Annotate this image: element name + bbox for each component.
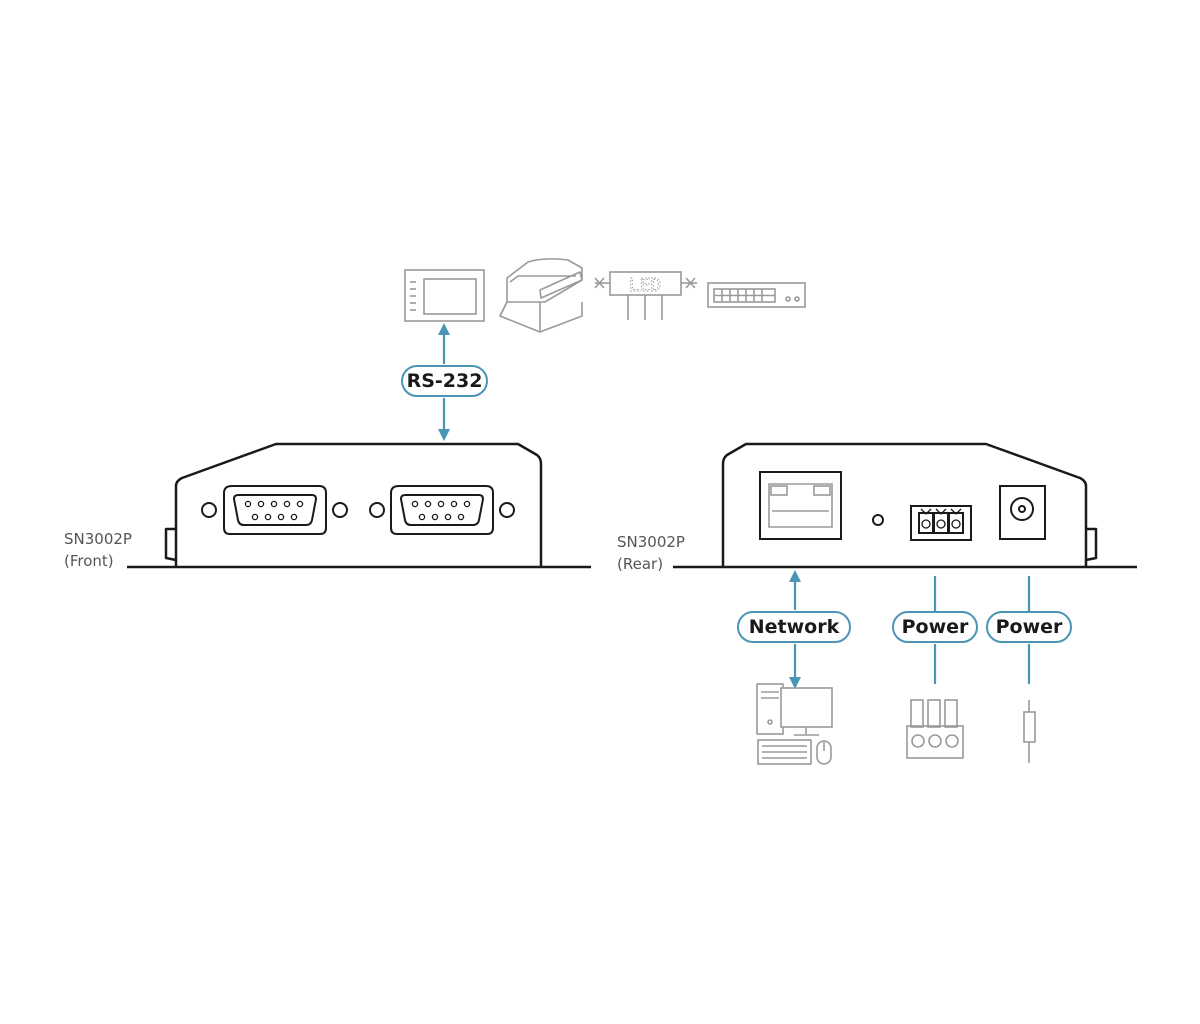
terminal-block-screws: [920, 508, 962, 529]
front-model-label: SN3002P: [64, 530, 132, 548]
rear-unit: [721, 442, 1098, 567]
rs232-pill: RS-232: [401, 365, 488, 397]
rear-side-label: (Rear): [617, 555, 664, 573]
touch-panel-icon: [404, 269, 485, 322]
rear-device-label: SN3002P (Rear): [617, 531, 685, 575]
rj45-socket: [768, 483, 833, 528]
terminal-block-plug-icon: [906, 699, 964, 759]
network-pill: Network: [737, 611, 851, 643]
led-sign-icon: LED: [594, 271, 697, 320]
front-side-label: (Front): [64, 552, 114, 570]
db9-port-1: [201, 485, 348, 535]
terminal-power-pill: Power: [892, 611, 978, 643]
terminal-block-port: [910, 505, 972, 541]
rear-model-label: SN3002P: [617, 533, 685, 551]
projector-icon: [499, 258, 583, 333]
dc-jack-port: [999, 485, 1046, 540]
dc-power-plug-icon: [1023, 700, 1036, 763]
reset-hole: [872, 514, 884, 526]
db9-port-2-pins: [411, 500, 471, 521]
front-unit: [164, 442, 543, 567]
db9-port-1-pins: [244, 500, 304, 521]
led-sign-text: LED: [629, 275, 662, 296]
switch-icon: [707, 282, 806, 308]
front-device-label: SN3002P (Front): [64, 528, 132, 572]
db9-port-2: [369, 485, 515, 535]
rj45-port: [759, 471, 842, 540]
dc-power-pill: Power: [986, 611, 1072, 643]
computer-icon: [756, 683, 833, 765]
